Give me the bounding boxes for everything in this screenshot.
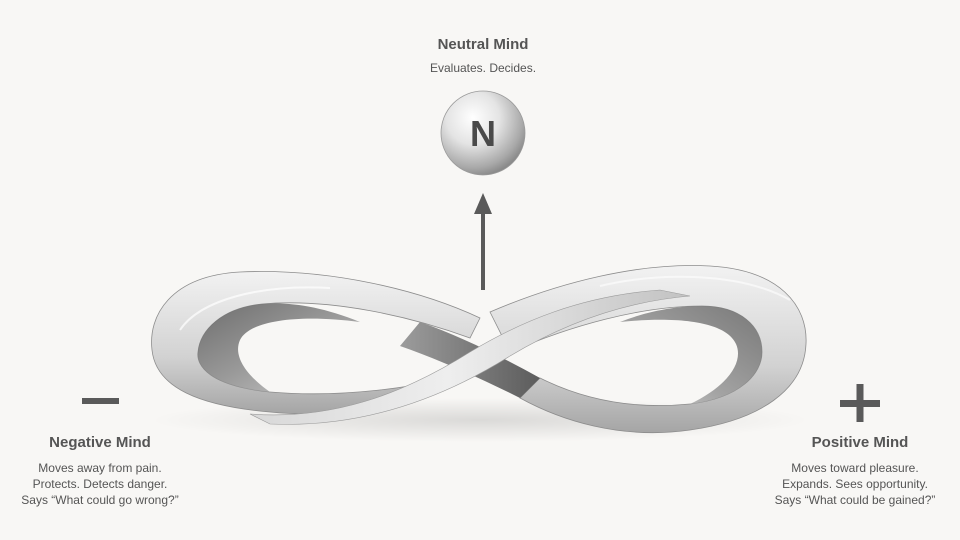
positive-line: Says “What could be gained?” xyxy=(774,493,936,507)
positive-mind-description: Moves toward pleasure. Expands. Sees opp… xyxy=(750,460,960,508)
infinity-ribbon-icon xyxy=(151,265,807,433)
plus-sign-icon xyxy=(840,384,880,422)
minus-sign-icon xyxy=(82,398,119,404)
negative-line: Says “What could go wrong?” xyxy=(21,493,179,507)
negative-mind-description: Moves away from pain. Protects. Detects … xyxy=(0,460,200,508)
negative-mind-title: Negative Mind xyxy=(49,434,151,451)
neutral-mind-title: Neutral Mind xyxy=(437,36,529,53)
up-arrow-icon xyxy=(474,193,492,290)
neutral-mind-description: Evaluates. Decides. xyxy=(429,61,537,75)
negative-line: Protects. Detects danger. xyxy=(32,477,168,491)
neutral-sphere-icon: N xyxy=(440,90,526,176)
positive-line: Moves toward pleasure. xyxy=(791,461,919,475)
positive-mind-title: Positive Mind xyxy=(811,434,909,451)
negative-line: Moves away from pain. xyxy=(38,461,162,475)
positive-line: Expands. Sees opportunity. xyxy=(782,477,928,491)
neutral-symbol: N xyxy=(470,113,496,154)
